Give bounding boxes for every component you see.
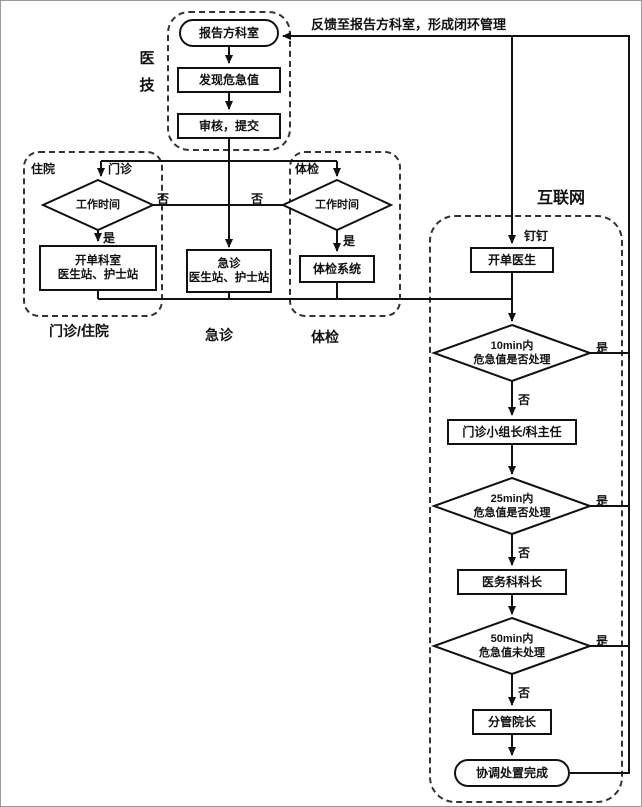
- diamond-check25: [431, 476, 593, 536]
- diamond-worktime-right-label: 工作时间: [315, 199, 359, 211]
- diamond-check10: [431, 323, 593, 383]
- label-physical: 体检: [295, 162, 320, 176]
- node-order-dept-line2: 医生站、护士站: [57, 269, 139, 281]
- check10-line1: 10min内: [490, 340, 534, 352]
- label-outpatient: 门诊: [108, 162, 133, 176]
- label-yes-right: 是: [343, 234, 356, 248]
- diamond-check50-label: 50min内 危急值未处理: [434, 632, 590, 661]
- node-review-submit: 审核，提交: [177, 113, 281, 139]
- caption-outpatient-inpatient: 门诊/住院: [49, 323, 109, 339]
- line-feedback-loop: [282, 32, 630, 774]
- label-no-left: 否: [157, 192, 170, 206]
- label-yes-25: 是: [596, 494, 609, 508]
- check50-line1: 50min内: [490, 633, 534, 645]
- diamond-worktime-left-label: 工作时间: [76, 199, 120, 211]
- caption-physical: 体检: [311, 329, 339, 345]
- group-physical-exam: [289, 151, 401, 317]
- label-yes-left: 是: [103, 231, 116, 245]
- label-medtech: 医技: [139, 50, 155, 94]
- diamond-worktime-left: [40, 178, 156, 232]
- check25-line1: 25min内: [490, 493, 534, 505]
- node-order-doctor: 开单医生: [470, 247, 554, 273]
- node-vice-president: 分管院长: [472, 709, 552, 735]
- label-internet: 互联网: [537, 190, 586, 207]
- node-emergency-station: 急诊 医生站、护士站: [186, 249, 272, 293]
- node-physical-system: 体检系统: [299, 255, 375, 283]
- diamond-check10-label: 10min内 危急值是否处理: [434, 339, 590, 368]
- group-outpatient-inpatient: [23, 151, 163, 317]
- label-yes-10: 是: [596, 341, 609, 355]
- label-dingding: 钉钉: [524, 229, 549, 243]
- node-discover-critical-value: 发现危急值: [177, 67, 281, 93]
- label-no-right: 否: [251, 192, 264, 206]
- diamond-check50: [431, 616, 593, 676]
- label-no-25: 否: [518, 546, 531, 560]
- check10-line2: 危急值是否处理: [473, 354, 551, 367]
- node-report-dept: 报告方科室: [179, 19, 279, 47]
- caption-emergency: 急诊: [205, 327, 233, 343]
- node-complete: 协调处置完成: [454, 759, 570, 787]
- label-inpatient: 住院: [31, 162, 56, 176]
- node-outpatient-leader: 门诊小组长/科主任: [447, 419, 577, 445]
- group-internet: [429, 215, 623, 803]
- diamond-worktime-right: [280, 178, 394, 232]
- check25-line2: 危急值是否处理: [473, 507, 551, 520]
- check50-line2: 危急值未处理: [479, 647, 545, 660]
- diamond-check25-label: 25min内 危急值是否处理: [434, 492, 590, 521]
- node-emergency-line1: 急诊: [217, 257, 241, 270]
- node-medical-affairs-chief: 医务科科长: [457, 569, 567, 595]
- node-emergency-line2: 医生站、护士站: [188, 272, 270, 284]
- label-yes-50: 是: [596, 634, 609, 648]
- feedback-label: 反馈至报告方科室，形成闭环管理: [311, 17, 507, 32]
- label-no-10: 否: [518, 393, 531, 407]
- label-no-50: 否: [518, 686, 531, 700]
- node-order-dept-line1: 开单科室: [75, 254, 121, 267]
- node-order-dept-station: 开单科室 医生站、护士站: [39, 245, 157, 291]
